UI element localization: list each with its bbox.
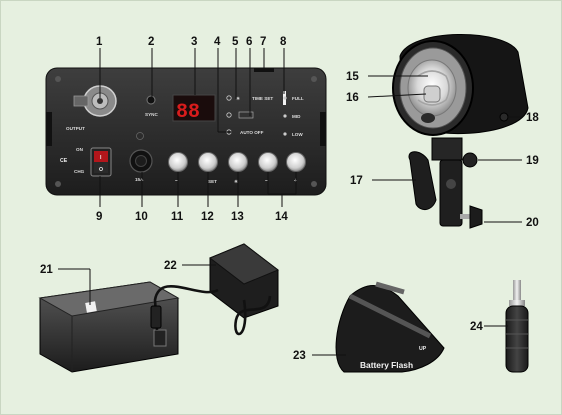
callout-22: 22 <box>164 260 177 272</box>
screw-icon <box>311 181 317 187</box>
callout-14: 14 <box>275 211 288 223</box>
callout-23: 23 <box>293 350 306 362</box>
output-socket[interactable] <box>73 85 117 117</box>
callout-numbers: 1 2 3 4 5 6 7 8 9 10 11 12 13 14 15 16 1… <box>40 36 539 362</box>
locking-screw[interactable] <box>460 205 483 229</box>
screw-icon <box>55 181 61 187</box>
fuse-holder[interactable] <box>129 149 153 173</box>
svg-text:☀: ☀ <box>236 96 241 101</box>
modeling-icon: ☀ <box>234 179 239 184</box>
grip-body <box>505 305 529 373</box>
power-up-button[interactable] <box>286 152 306 172</box>
callout-8: 8 <box>280 36 287 48</box>
modeling-lamp <box>423 85 441 103</box>
hand-grip <box>505 280 529 373</box>
callout-4: 4 <box>214 36 221 48</box>
screw-icon <box>55 76 61 82</box>
callout-9: 9 <box>96 211 102 223</box>
charger-cable <box>153 284 272 336</box>
mid-led <box>283 114 287 118</box>
callout-2: 2 <box>148 36 154 48</box>
callout-12: 12 <box>201 211 214 223</box>
strap-text: Battery Flash <box>360 360 413 370</box>
chg-label: CHG <box>74 169 85 174</box>
mid-label: MID <box>292 114 301 119</box>
set-button[interactable] <box>198 152 218 172</box>
screw-icon <box>311 76 317 82</box>
decrease-button[interactable] <box>168 152 188 172</box>
callout-13: 13 <box>231 211 244 223</box>
stand-mount <box>439 159 463 227</box>
callout-1: 1 <box>96 36 103 48</box>
callout-5: 5 <box>232 36 239 48</box>
full-label: FULL <box>292 96 304 101</box>
leader-lines <box>58 48 522 356</box>
low-label: LOW <box>292 132 303 137</box>
bracket-knob[interactable] <box>462 152 478 168</box>
low-led <box>283 132 287 136</box>
indicator-top: ☀ <box>226 95 241 101</box>
callout-17: 17 <box>350 175 363 187</box>
logo-icon <box>85 301 97 313</box>
callout-19: 19 <box>526 155 539 167</box>
grip-stud <box>513 280 521 304</box>
led-display <box>172 94 216 122</box>
sync-port[interactable] <box>146 95 156 105</box>
callout-20: 20 <box>526 217 539 229</box>
strap-tail: UP <box>419 346 427 352</box>
panel-handle-right <box>320 112 326 146</box>
full-led <box>283 96 287 100</box>
charger <box>150 243 279 336</box>
indicator-mid <box>226 112 232 118</box>
flash-tube-coil <box>417 70 450 106</box>
callout-3: 3 <box>191 36 197 48</box>
switch-on-mark: I <box>100 155 102 161</box>
modeling-light-button[interactable] <box>228 152 248 172</box>
callout-15: 15 <box>346 71 359 83</box>
callout-7: 7 <box>260 36 266 48</box>
auto-off-label: AUTO OFF <box>240 130 264 135</box>
speaker-icon <box>136 132 144 140</box>
callout-6: 6 <box>246 36 252 48</box>
grip-nut <box>509 300 525 306</box>
panel-handle-left <box>46 112 52 146</box>
callout-24: 24 <box>470 321 483 333</box>
time-set-label: TIME SET <box>252 96 273 101</box>
switch-off-mark: O <box>99 167 103 173</box>
umbrella-holder-knob[interactable] <box>499 112 509 122</box>
battery-socket <box>153 329 167 347</box>
led-display-digits: 88 <box>176 101 200 124</box>
flash-head <box>392 33 529 229</box>
callout-18: 18 <box>526 112 539 124</box>
on-label: ON <box>76 147 84 152</box>
callout-10: 10 <box>135 211 148 223</box>
power-down-button[interactable] <box>258 152 278 172</box>
bracket <box>431 137 463 161</box>
control-panel: OUTPUT SYNC 88 ☀ TIME SET AUTO OFF FULL … <box>45 67 327 196</box>
callout-16: 16 <box>346 92 359 104</box>
ce-mark: CE <box>60 158 68 164</box>
charger-plug <box>150 305 162 329</box>
fuse-label: 15A <box>135 177 144 182</box>
time-indicator-box <box>238 111 254 119</box>
output-label: OUTPUT <box>66 126 85 131</box>
callout-11: 11 <box>171 211 184 223</box>
power-down-label: – <box>265 178 268 184</box>
power-switch[interactable] <box>90 147 112 177</box>
tilt-handle[interactable] <box>408 151 437 210</box>
battery-pack <box>38 281 180 373</box>
shoulder-strap: Battery Flash UP <box>335 281 445 373</box>
sync-label: SYNC <box>145 112 158 117</box>
set-label: SET <box>208 179 217 184</box>
decrease-button-label: – <box>175 178 178 184</box>
callout-21: 21 <box>40 264 53 276</box>
